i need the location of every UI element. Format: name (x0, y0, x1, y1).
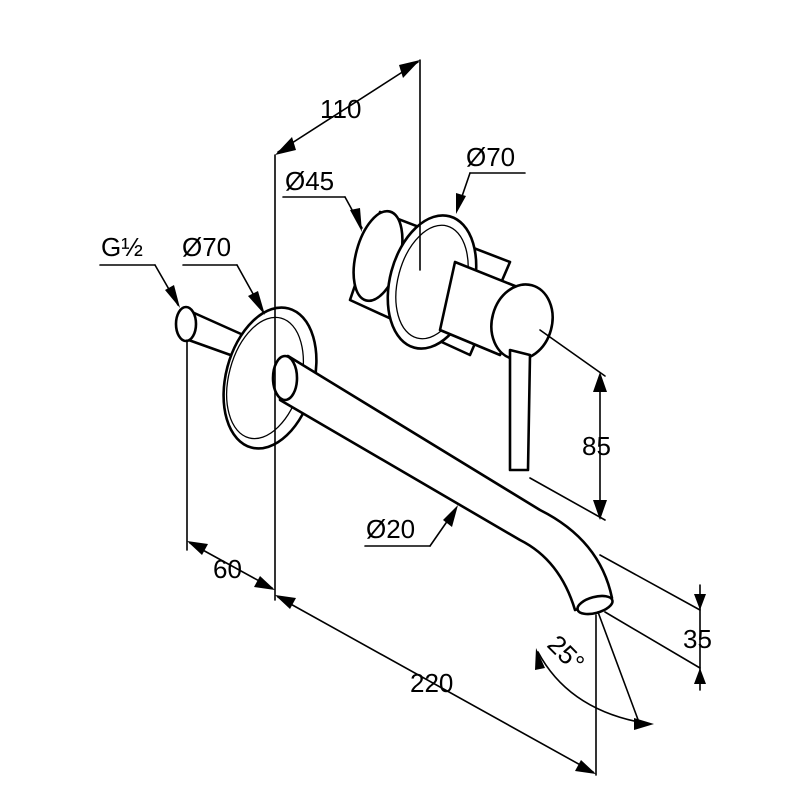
arrowhead (593, 372, 607, 392)
arrowhead (694, 594, 706, 610)
lever-handle (508, 348, 532, 472)
arrowhead (634, 718, 654, 730)
dimension-dia70-left: Ø70 (182, 232, 265, 315)
angle-arc (537, 651, 651, 725)
spout-pipe-end (271, 354, 299, 402)
arrowhead (443, 505, 458, 527)
arrowhead (187, 541, 208, 555)
dimension-thread: G½ (99, 232, 180, 308)
arrowhead (456, 193, 466, 214)
arrowhead (575, 760, 596, 774)
spout-bottom-extension (604, 611, 701, 669)
arrowhead (275, 595, 296, 609)
spout-top-extension (599, 554, 701, 611)
label-220: 220 (410, 668, 453, 698)
arrowhead (350, 208, 362, 232)
arrowhead (399, 60, 420, 78)
arrowhead (254, 576, 275, 590)
dimension-dia45: Ø45 (282, 166, 363, 232)
connector-end (174, 305, 198, 343)
dimension-35: 35 (683, 584, 712, 691)
arrowhead (275, 137, 296, 155)
label-35: 35 (683, 624, 712, 654)
label-85: 85 (582, 431, 611, 461)
dimension-220-line (277, 596, 594, 773)
spout-outlet (576, 594, 614, 616)
label-thread: G½ (101, 232, 143, 262)
arrowhead (535, 648, 545, 670)
dimension-110: 110 (275, 60, 420, 155)
label-dia45: Ø45 (285, 166, 334, 196)
dimension-dia70-top: Ø70 (456, 142, 526, 214)
lever-top-extension (539, 329, 606, 377)
arrowhead (694, 668, 706, 684)
dimension-60: 60 (187, 541, 275, 590)
arrowhead (248, 291, 265, 315)
label-110: 110 (320, 94, 361, 124)
lever-bottom-extension (529, 477, 606, 521)
spout-pipe (278, 354, 614, 612)
label-dia70-top: Ø70 (466, 142, 515, 172)
label-60: 60 (213, 554, 242, 584)
dimension-110-line (277, 61, 419, 153)
extension-lines (186, 59, 701, 776)
dimension-220: 220 (275, 595, 596, 774)
arrowhead (165, 285, 180, 308)
label-dia20: Ø20 (366, 514, 415, 544)
dimension-85: 85 (582, 372, 611, 520)
mixer-body (348, 209, 554, 472)
spout-assembly (174, 305, 614, 616)
label-dia70-left: Ø70 (182, 232, 231, 262)
angle-reference-line (597, 611, 641, 726)
dimension-dia20: Ø20 (364, 505, 458, 547)
arrowhead (593, 500, 607, 520)
